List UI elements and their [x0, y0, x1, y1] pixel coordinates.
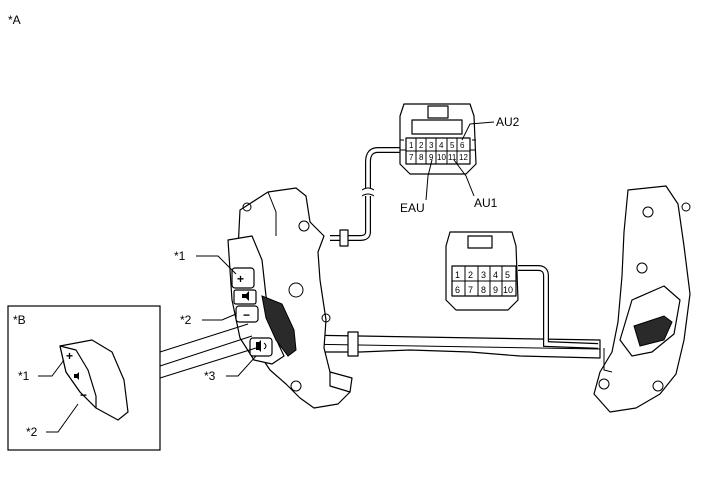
callout-3: *3	[204, 369, 216, 383]
left-pad-dark	[261, 295, 297, 357]
pin-m5: 5	[505, 270, 510, 280]
pin-m4: 4	[493, 270, 498, 280]
pin-m8: 8	[481, 285, 486, 295]
pin-t2: 2	[419, 141, 424, 150]
pin-t6: 6	[460, 141, 465, 150]
au2-label: AU2	[496, 115, 520, 129]
zoom-line-bottom	[159, 347, 257, 379]
middle-connector	[445, 231, 519, 311]
pin-t10: 10	[437, 153, 446, 162]
pin-m6: 6	[455, 285, 460, 295]
right-pad-dark	[633, 315, 673, 347]
plus-symbol: +	[237, 272, 244, 286]
callout-1: *1	[174, 249, 186, 263]
harness-clip	[339, 229, 349, 247]
view-b-label: *B	[13, 313, 26, 327]
pin-t9: 9	[429, 153, 434, 162]
pin-m7: 7	[468, 285, 473, 295]
pin-t7: 7	[409, 153, 414, 162]
eau-leader	[425, 159, 433, 201]
pin-t5: 5	[450, 141, 455, 150]
pin-m10: 10	[503, 285, 513, 295]
upper-connector	[399, 103, 477, 175]
detail-switch: + −	[59, 339, 129, 421]
minus-symbol: −	[243, 308, 250, 322]
pin-t1: 1	[409, 141, 414, 150]
callout-2-leader	[202, 313, 237, 321]
callout-3-leader	[226, 355, 257, 377]
pin-t12: 12	[459, 153, 468, 162]
eau-label: EAU	[400, 201, 425, 215]
wire-harness	[330, 147, 599, 349]
detail-minus-symbol: −	[80, 388, 87, 402]
upper-connector-pins: 1 2 3 4 5 6 7 8 9 10 11 12	[409, 141, 468, 162]
pin-t3: 3	[429, 141, 434, 150]
b-callout-2: *2	[26, 425, 38, 439]
callout-1-leader	[196, 255, 237, 275]
speaker-icon	[242, 291, 249, 301]
pin-t11: 11	[448, 153, 457, 162]
detail-plus-symbol: +	[66, 349, 73, 363]
pin-m2: 2	[468, 270, 473, 280]
pin-t4: 4	[439, 141, 444, 150]
zoom-line-upper	[159, 323, 249, 353]
steering-pad-assembly: + −	[227, 185, 691, 413]
pin-m3: 3	[481, 270, 486, 280]
callout-2: *2	[180, 313, 192, 327]
detail-speaker-icon	[74, 372, 79, 380]
b-callout-1: *1	[18, 369, 30, 383]
zoom-line-lower	[159, 335, 253, 367]
au2-leader	[461, 121, 495, 141]
b-callout-1-leader	[38, 359, 65, 377]
au1-label: AU1	[474, 196, 498, 210]
pin-t8: 8	[419, 153, 424, 162]
au1-leader	[453, 159, 475, 197]
volume-up-button[interactable]	[231, 267, 255, 289]
voice-icon	[256, 340, 261, 352]
b-callout-2-leader	[46, 403, 79, 433]
pin-m9: 9	[493, 285, 498, 295]
view-a-label: *A	[8, 13, 21, 27]
middle-connector-pins: 1 2 3 4 5 6 7 8 9 10	[455, 270, 513, 295]
pin-m1: 1	[455, 270, 460, 280]
bar-clip	[347, 331, 359, 357]
